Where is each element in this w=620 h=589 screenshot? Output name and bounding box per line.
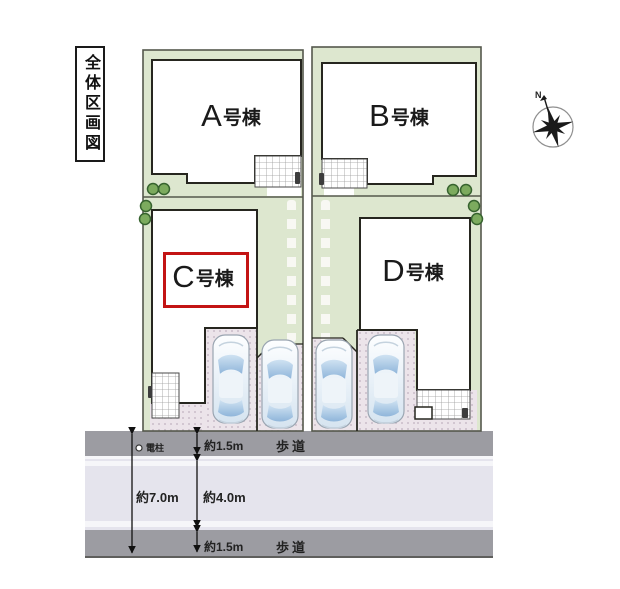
driveway-dashes-right (321, 200, 330, 342)
plan-title: 全体区画図 (82, 54, 99, 154)
building-d-letter: D (382, 253, 406, 288)
sidewalk-bottom-label: 歩道 (276, 540, 309, 555)
road-shoulder-line-top (85, 461, 493, 466)
door-c (148, 386, 152, 398)
road-total-width: 約7.0m (136, 490, 179, 505)
tree-icon (467, 199, 481, 213)
building-c-letter: C (172, 259, 196, 294)
building-a-suffix: 号棟 (222, 107, 261, 129)
car-icon (367, 334, 405, 424)
utility-pole-icon (135, 444, 143, 452)
tree-icon (146, 182, 160, 196)
entrance-approach-b (321, 158, 368, 189)
walkway-b (324, 188, 354, 196)
parcel-right-border (311, 46, 482, 432)
entrance-approach-a (254, 155, 302, 188)
tree-icon (446, 183, 460, 197)
measurement-arrows (128, 426, 201, 554)
tree-icon (138, 212, 152, 226)
tree-icon (470, 212, 484, 226)
building-d-suffix: 号棟 (405, 262, 444, 284)
sidewalk-top-label: 歩道 (276, 439, 309, 454)
entrance-approach-c (151, 372, 180, 419)
building-b-suffix: 号棟 (390, 107, 429, 129)
tree-icon (139, 199, 153, 213)
sidewalk-top-width: 約1.5m (204, 439, 244, 453)
door-b (319, 173, 324, 185)
building-b-letter: B (369, 98, 391, 133)
door-a (295, 172, 300, 184)
compass-north-label: N (535, 90, 542, 100)
tree-icon (157, 182, 171, 196)
driveway-dashes-left (287, 200, 296, 342)
building-c-suffix: 号棟 (195, 268, 234, 290)
compass-icon (532, 95, 574, 148)
plan-title-box: 全体区画図 (75, 46, 105, 162)
trees (138, 182, 484, 226)
sidewalk-top (85, 431, 493, 456)
sidewalk-bottom-width: 約1.5m (204, 540, 244, 554)
building-a-letter: A (201, 98, 223, 133)
parcel-left-border (142, 49, 304, 432)
walkway-a (267, 186, 301, 196)
door-d (462, 408, 468, 418)
car-icon (315, 339, 353, 429)
car-icon (212, 334, 250, 424)
car-icon (261, 339, 299, 429)
roadway (85, 459, 493, 530)
road-bottom-edge (85, 556, 493, 558)
approach-step-d (414, 406, 433, 420)
sidewalk-bottom (85, 530, 493, 556)
road-shoulder-line-bottom (85, 521, 493, 527)
utility-pole-label: 電柱 (146, 443, 165, 453)
tree-icon (459, 183, 473, 197)
roadway-width: 約4.0m (203, 490, 246, 505)
highlight-box (163, 252, 249, 308)
road-line-top (85, 456, 493, 459)
